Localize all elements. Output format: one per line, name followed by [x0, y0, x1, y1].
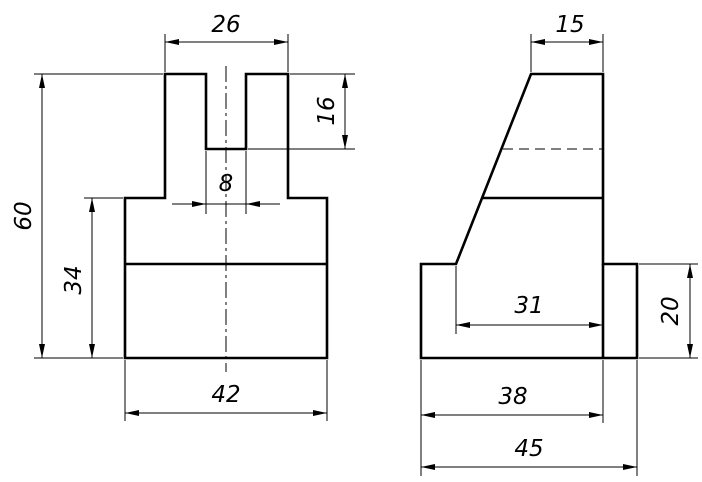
side-view-outline: [419, 72, 639, 360]
dim-label-side-top-width: 15: [555, 12, 584, 38]
front-view: 26 16 8 60 34: [11, 12, 355, 421]
dim-side-total-width: 45: [421, 360, 638, 476]
dim-front-top-width: 26: [164, 12, 289, 72]
dim-front-base-width: 42: [124, 360, 328, 421]
side-view: 15 20 31 38 45: [419, 12, 698, 476]
dim-side-slope-width: 31: [455, 266, 603, 334]
dim-label-slot-depth: 16: [314, 96, 340, 125]
dim-label-base-height: 34: [61, 265, 87, 294]
dim-label-slope-width: 31: [514, 293, 543, 319]
dim-front-slot-width: 8: [172, 151, 280, 214]
dim-front-base-height: 34: [61, 197, 123, 358]
dim-label-top-width: 26: [211, 12, 240, 38]
dim-side-foot-height: 20: [639, 263, 698, 359]
front-view-outline: [123, 72, 329, 360]
dim-label-total-width: 45: [514, 436, 543, 462]
dim-front-total-height: 60: [11, 73, 163, 359]
dim-side-top-width: 15: [530, 12, 604, 72]
dim-label-body-width: 38: [498, 384, 527, 410]
dim-front-slot-depth: 16: [248, 73, 355, 150]
dim-label-slot-width: 8: [219, 171, 234, 197]
dim-label-base-width: 42: [211, 382, 240, 408]
dim-label-foot-height: 20: [658, 296, 684, 325]
dim-side-body-width: 38: [420, 360, 604, 476]
dim-label-total-height: 60: [11, 201, 37, 230]
